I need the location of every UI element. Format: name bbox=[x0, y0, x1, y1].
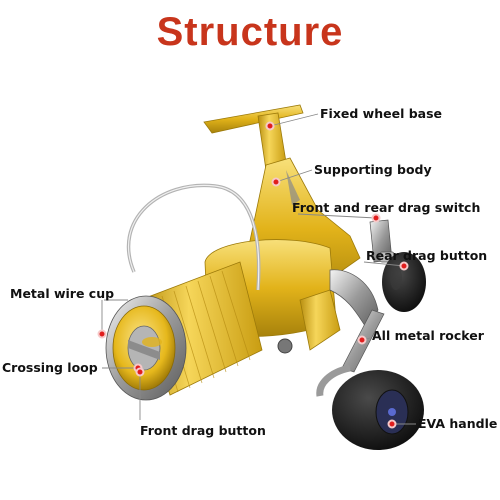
label-supporting-body: Supporting body bbox=[314, 162, 432, 177]
label-eva-handle: EVA handle bbox=[418, 416, 497, 431]
label-rear-drag-button: Rear drag button bbox=[366, 248, 487, 263]
marker-all-metal-rocker bbox=[357, 335, 367, 345]
label-fixed-wheel-base: Fixed wheel base bbox=[320, 106, 442, 121]
page-title: Structure bbox=[156, 10, 344, 54]
label-metal-wire-cup: Metal wire cup bbox=[10, 286, 114, 301]
marker-fixed-wheel-base bbox=[265, 121, 275, 131]
marker-supporting-body bbox=[271, 177, 281, 187]
label-crossing-loop: Crossing loop bbox=[2, 360, 98, 375]
label-all-metal-rocker: All metal rocker bbox=[372, 328, 485, 343]
label-markers bbox=[97, 121, 409, 429]
marker-front-drag-button bbox=[135, 367, 145, 377]
spool bbox=[105, 261, 263, 401]
label-drag-switch: Front and rear drag switch bbox=[292, 200, 480, 215]
rear-drag-knob bbox=[382, 252, 426, 312]
marker-metal-wire-cup bbox=[97, 329, 107, 339]
marker-drag-switch bbox=[371, 213, 381, 223]
marker-eva-handle bbox=[387, 419, 397, 429]
eva-handle-knob bbox=[332, 370, 424, 450]
marker-rear-drag-button bbox=[399, 261, 409, 271]
drag-switch-lever bbox=[369, 219, 395, 263]
reel-foot bbox=[203, 104, 304, 171]
metal-wire-bail-highlight bbox=[128, 184, 260, 291]
callout-labels: Fixed wheel base Supporting body Front a… bbox=[2, 106, 497, 438]
label-front-drag-button: Front drag button bbox=[140, 423, 266, 438]
